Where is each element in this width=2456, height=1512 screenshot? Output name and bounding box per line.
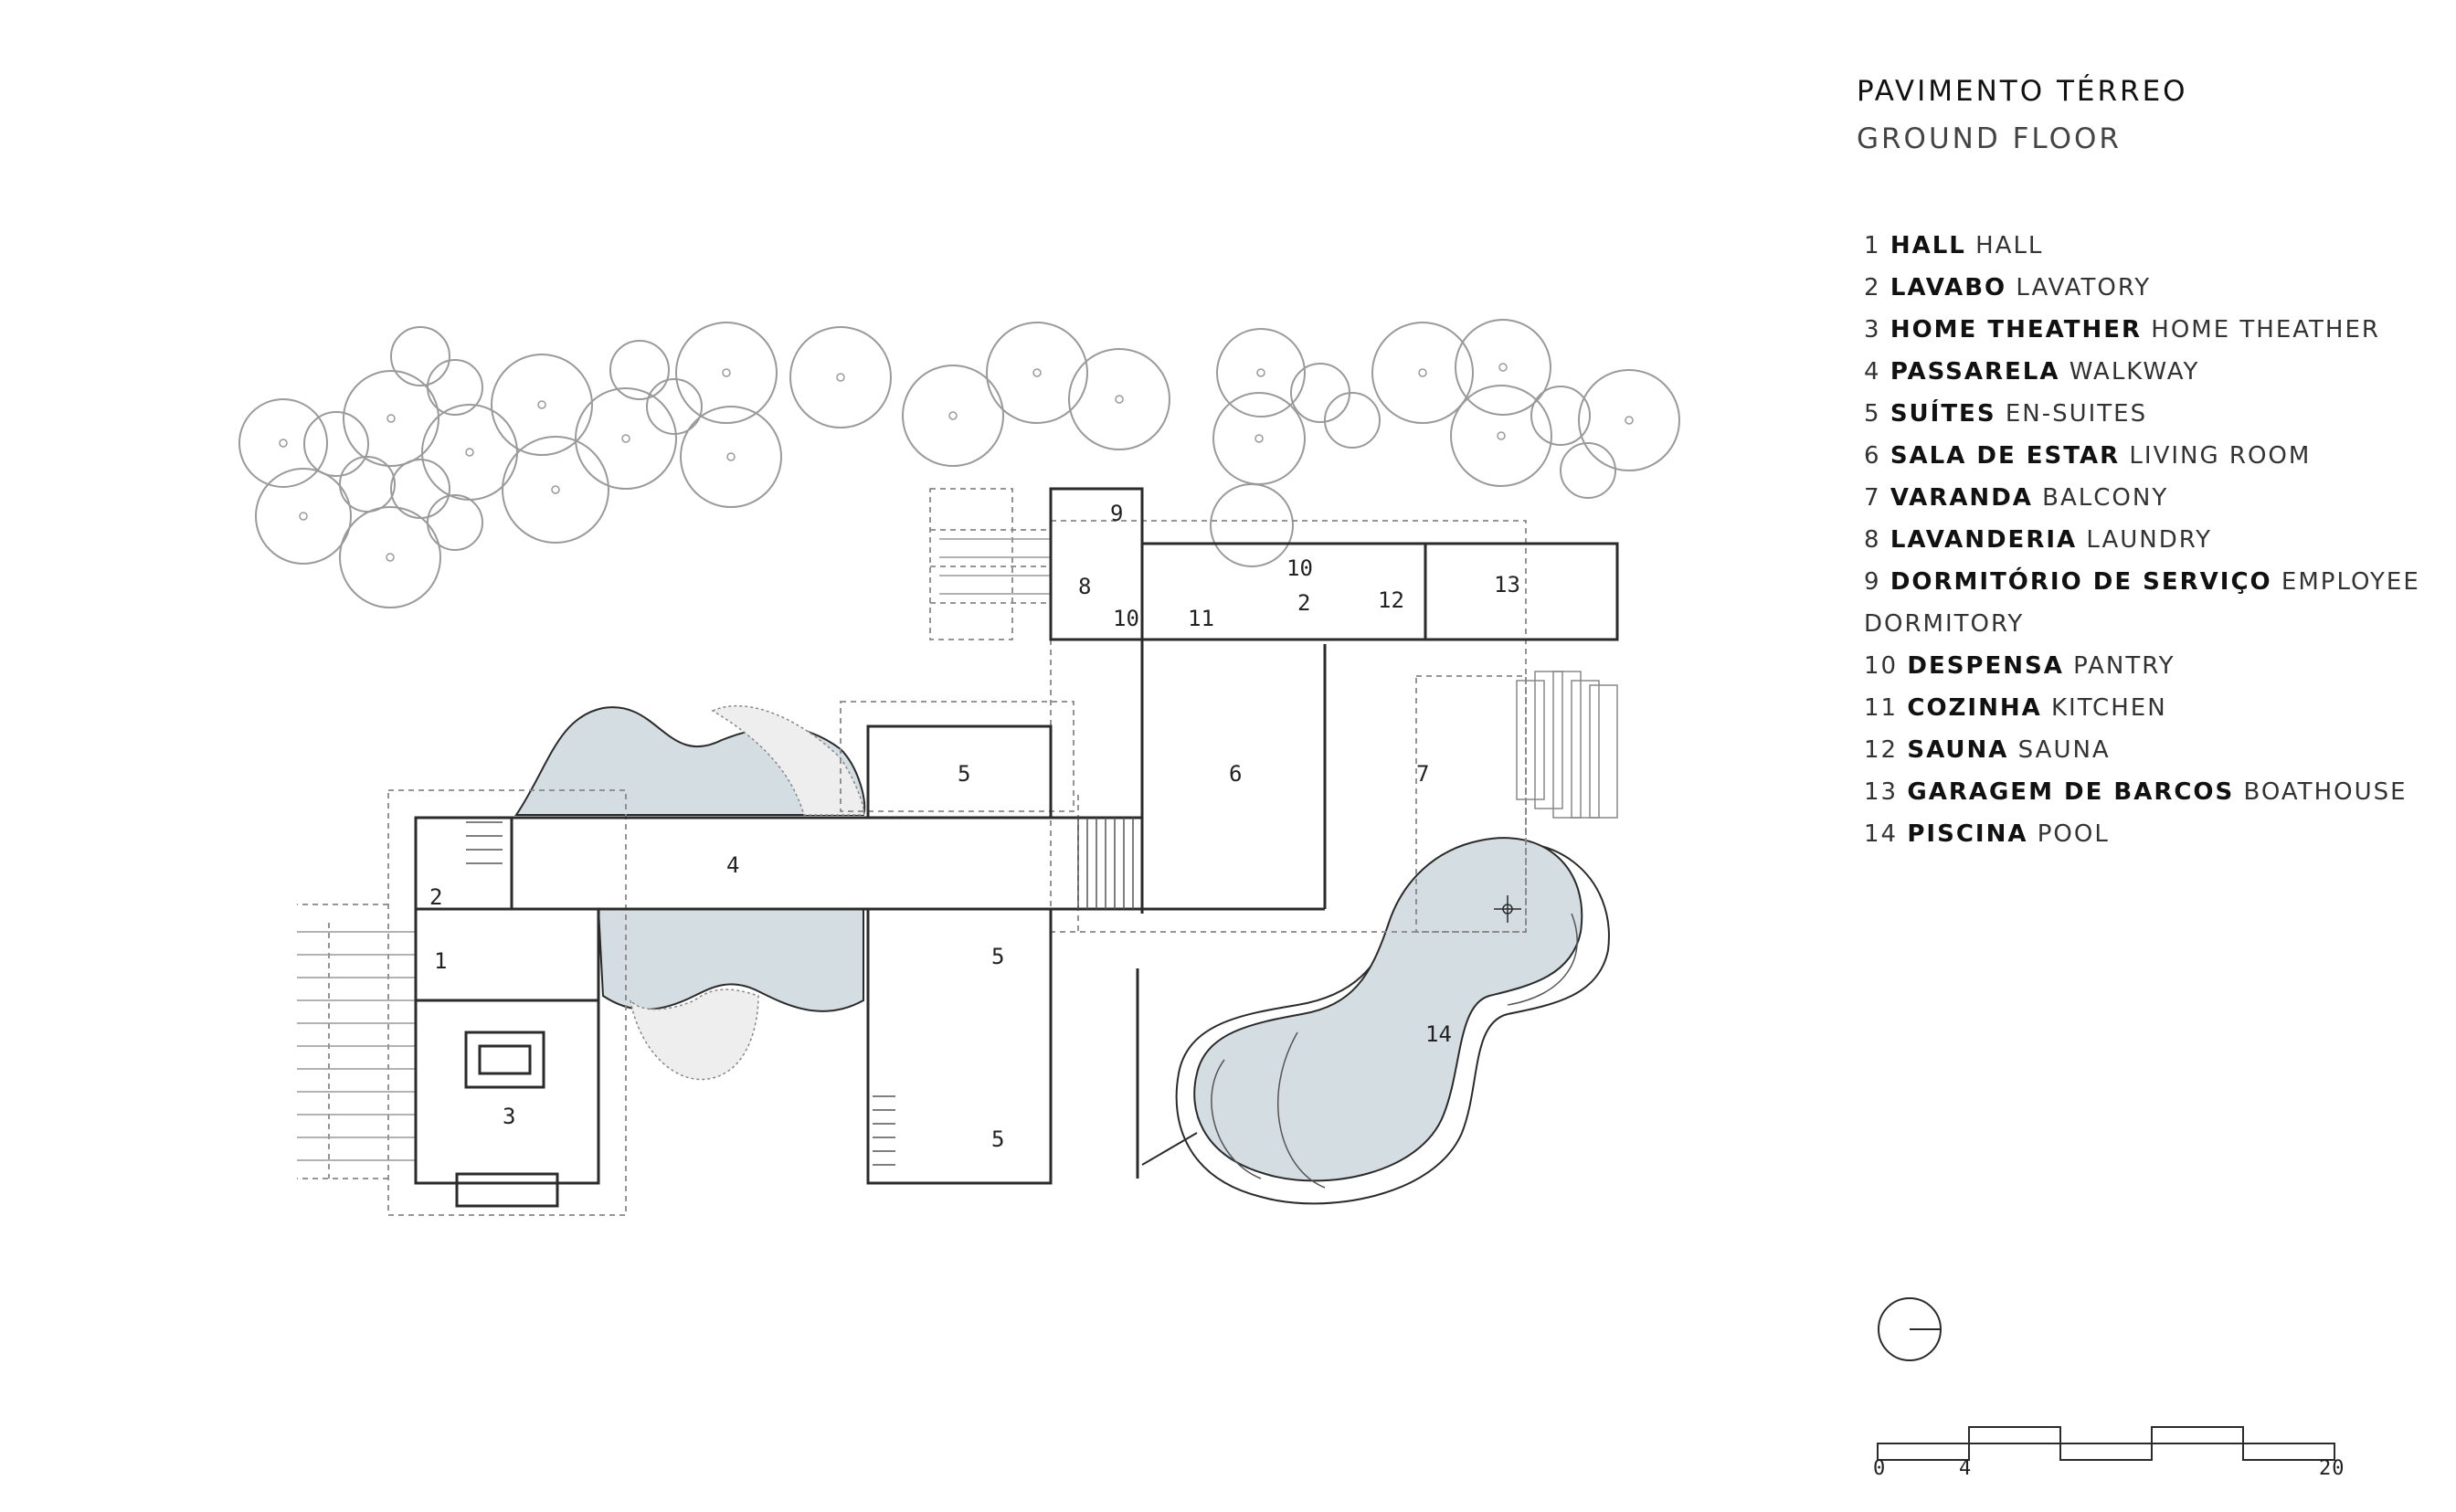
label-suite-3: 5 bbox=[991, 1126, 1004, 1152]
legend-item: 1 HALL HALL bbox=[1864, 232, 2044, 259]
label-balcony: 7 bbox=[1416, 761, 1429, 787]
steps bbox=[466, 818, 1134, 1166]
room-labels: 1 2 3 4 5 5 5 6 7 8 9 10 10 11 2 12 13 1… bbox=[429, 501, 1520, 1152]
label-sauna: 12 bbox=[1378, 587, 1404, 613]
label-lavabo: 2 bbox=[429, 884, 442, 910]
trees bbox=[238, 319, 1680, 608]
legend-item: 2 LAVABO LAVATORY bbox=[1864, 274, 2152, 301]
label-pantry-2: 10 bbox=[1286, 555, 1313, 581]
legend-item: 12 SAUNA SAUNA bbox=[1864, 736, 2111, 764]
lake bbox=[514, 704, 866, 1081]
legend-item: 8 LAVANDERIA LAUNDRY bbox=[1864, 526, 2213, 554]
label-hall: 1 bbox=[434, 948, 447, 974]
legend-item: 9 DORMITÓRIO DE SERVIÇO EMPLOYEE DORMITO… bbox=[1864, 568, 2420, 638]
legend-item: 14 PISCINA POOL bbox=[1864, 820, 2110, 848]
legend-item: 6 SALA DE ESTAR LIVING ROOM bbox=[1864, 442, 2312, 470]
pool-marker bbox=[1494, 895, 1521, 923]
tree-centers bbox=[279, 363, 1634, 562]
pool bbox=[1141, 837, 1610, 1205]
legend-item: 4 PASSARELA WALKWAY bbox=[1864, 358, 2200, 386]
legend: 1 HALL HALL 2 LAVABO LAVATORY 3 HOME THE… bbox=[1864, 225, 2430, 855]
scale-label-0: 0 bbox=[1873, 1457, 1887, 1480]
label-theater: 3 bbox=[503, 1104, 515, 1129]
page-title: PAVIMENTO TÉRREO bbox=[1857, 75, 2188, 108]
label-laundry: 8 bbox=[1078, 574, 1091, 599]
label-lavabo-2: 2 bbox=[1297, 590, 1310, 616]
hall-stairs bbox=[297, 538, 1051, 1161]
label-kitchen: 11 bbox=[1188, 606, 1214, 631]
north-arrow bbox=[1878, 1297, 1942, 1361]
legend-item: 7 VARANDA BALCONY bbox=[1864, 484, 2169, 512]
label-living: 6 bbox=[1229, 761, 1242, 787]
legend-item: 3 HOME THEATHER HOME THEATHER bbox=[1864, 316, 2380, 344]
legend-item: 5 SUÍTES EN-SUITES bbox=[1864, 400, 2148, 428]
scale-label-20: 20 bbox=[2319, 1457, 2345, 1480]
legend-item: 10 DESPENSA PANTRY bbox=[1864, 652, 2175, 680]
label-suite-1: 5 bbox=[958, 761, 970, 787]
page-subtitle: GROUND FLOOR bbox=[1857, 122, 2122, 155]
scale-bar bbox=[1877, 1426, 2335, 1461]
deck-steps bbox=[1516, 671, 1618, 819]
label-pantry-1: 10 bbox=[1113, 606, 1139, 631]
label-pool: 14 bbox=[1425, 1021, 1452, 1047]
scale-label-4: 4 bbox=[1959, 1457, 1973, 1480]
label-walkway: 4 bbox=[726, 852, 739, 878]
legend-item: 13 GARAGEM DE BARCOS BOATHOUSE bbox=[1864, 778, 2408, 806]
label-suite-2: 5 bbox=[991, 944, 1004, 969]
label-boathouse: 13 bbox=[1494, 572, 1520, 597]
label-dorm: 9 bbox=[1110, 501, 1123, 526]
legend-item: 11 COZINHA KITCHEN bbox=[1864, 694, 2167, 722]
